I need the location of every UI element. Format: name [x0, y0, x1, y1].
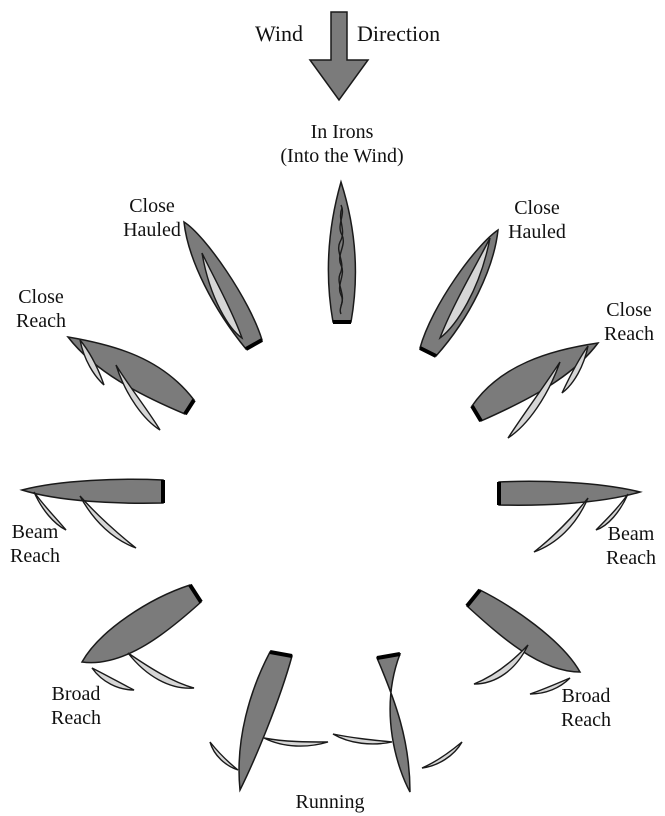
label-beam-reach-left-line2: Reach — [2, 544, 68, 568]
boat-close-reach-left — [68, 337, 194, 430]
label-broad-reach-left: Broad Reach — [38, 682, 114, 730]
boat-broad-reach-left — [82, 585, 201, 690]
label-in-irons-line2: (Into the Wind) — [262, 144, 422, 168]
wind-label: Wind — [255, 22, 303, 46]
boat-close-hauled-left — [184, 222, 262, 349]
label-close-hauled-right: Close Hauled — [497, 196, 577, 244]
label-close-reach-right-line2: Reach — [594, 322, 664, 346]
label-broad-reach-left-line2: Reach — [38, 706, 114, 730]
boat-close-reach-right — [472, 343, 598, 438]
label-running: Running — [280, 790, 380, 814]
label-close-hauled-right-line1: Close — [497, 196, 577, 220]
label-broad-reach-right-line2: Reach — [548, 708, 624, 732]
label-beam-reach-right-line2: Reach — [598, 546, 664, 570]
label-close-hauled-left-line1: Close — [112, 194, 192, 218]
label-in-irons-line1: In Irons — [262, 120, 422, 144]
label-close-reach-left-line1: Close — [4, 285, 78, 309]
label-close-reach-right: Close Reach — [594, 298, 664, 346]
wind-word: Wind — [255, 22, 303, 46]
label-close-reach-right-line1: Close — [594, 298, 664, 322]
label-beam-reach-right-line1: Beam — [598, 522, 664, 546]
label-broad-reach-right-line1: Broad — [548, 684, 624, 708]
label-close-reach-left: Close Reach — [4, 285, 78, 333]
label-close-hauled-left: Close Hauled — [112, 194, 192, 242]
direction-label: Direction — [357, 22, 440, 46]
direction-word: Direction — [357, 22, 440, 46]
boat-close-hauled-right — [420, 230, 498, 356]
boat-running-left — [210, 652, 328, 790]
label-in-irons: In Irons (Into the Wind) — [262, 120, 422, 168]
label-beam-reach-left: Beam Reach — [2, 520, 68, 568]
label-beam-reach-left-line1: Beam — [2, 520, 68, 544]
boat-broad-reach-right — [467, 590, 580, 694]
boat-in-irons — [328, 182, 355, 322]
label-beam-reach-right: Beam Reach — [598, 522, 664, 570]
label-broad-reach-left-line1: Broad — [38, 682, 114, 706]
label-close-hauled-right-line2: Hauled — [497, 220, 577, 244]
boat-running-right — [333, 654, 462, 792]
label-running-text: Running — [280, 790, 380, 814]
label-broad-reach-right: Broad Reach — [548, 684, 624, 732]
label-close-hauled-left-line2: Hauled — [112, 218, 192, 242]
label-close-reach-left-line2: Reach — [4, 309, 78, 333]
